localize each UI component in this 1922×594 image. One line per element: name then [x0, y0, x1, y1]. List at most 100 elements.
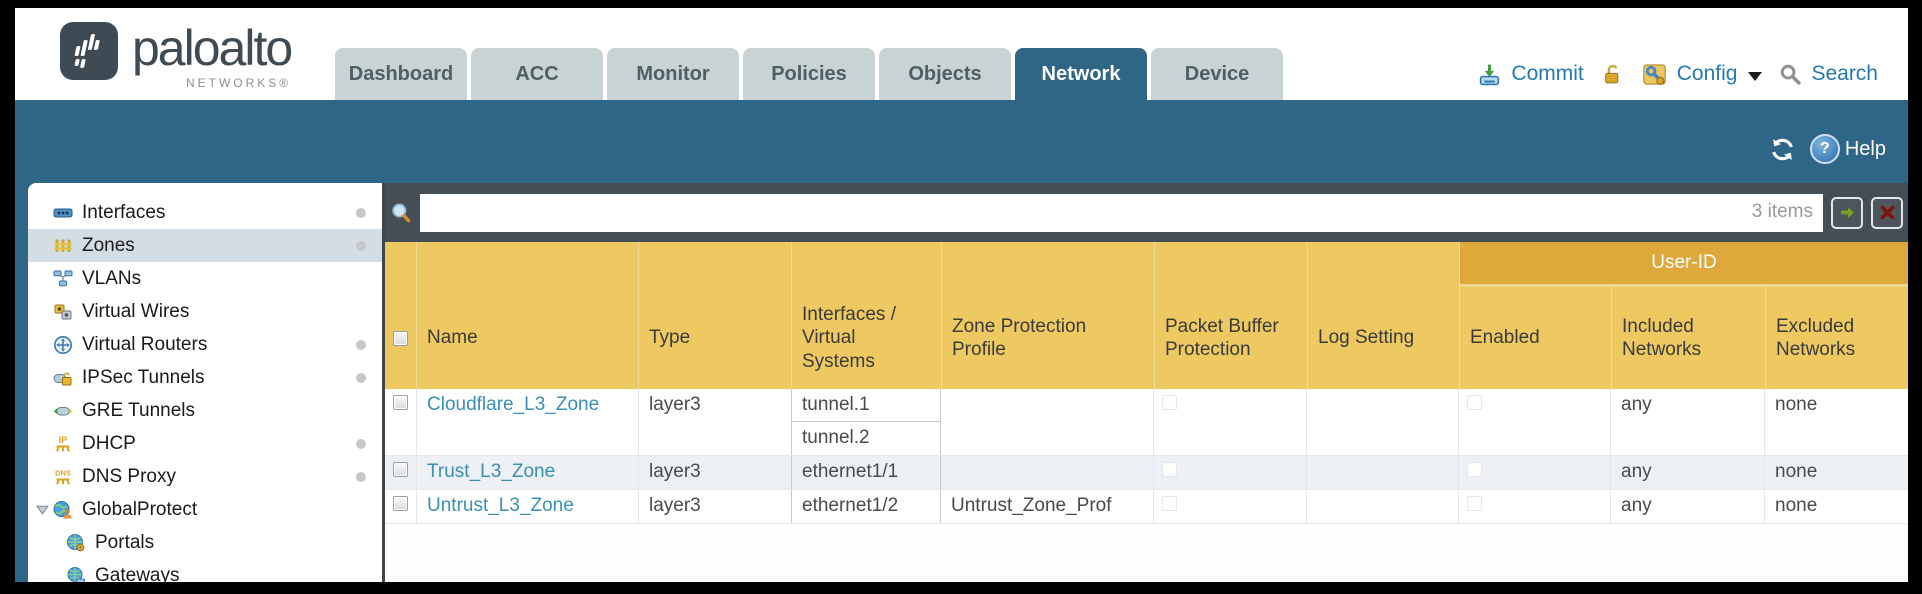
col-header-type[interactable]: Type: [639, 242, 792, 389]
col-header-excluded-networks[interactable]: Excluded Networks: [1776, 315, 1856, 360]
gre-tunnels-icon: [53, 401, 74, 421]
sidebar-item-vlans[interactable]: VLANs: [28, 262, 382, 295]
virtual-routers-icon: [53, 335, 74, 355]
svg-text:IP: IP: [59, 435, 68, 445]
sidebar-item-virtual-wires[interactable]: Virtual Wires: [28, 295, 382, 328]
table-empty-space: [385, 524, 1908, 582]
cell-log-setting: [1307, 490, 1459, 523]
row-checkbox[interactable]: [393, 395, 408, 410]
sidebar-item-portals[interactable]: Portals: [28, 526, 382, 559]
vlans-icon: [53, 269, 74, 289]
status-dot: [356, 439, 366, 449]
sidebar-item-ipsec-tunnels[interactable]: IPSec Tunnels: [28, 361, 382, 394]
sidebar-item-globalprotect[interactable]: GlobalProtect: [28, 493, 382, 526]
gateways-icon: [66, 566, 87, 582]
tab-objects[interactable]: Objects: [879, 48, 1011, 100]
sidebar-item-gre-tunnels[interactable]: GRE Tunnels: [28, 394, 382, 427]
expander-icon[interactable]: [36, 503, 53, 516]
sidebar-divider: [382, 183, 385, 582]
paloalto-logo: paloalto NETWORKS®: [60, 22, 293, 90]
row-checkbox[interactable]: [393, 496, 408, 511]
select-all-checkbox[interactable]: [393, 330, 408, 346]
interfaces-icon: [53, 203, 74, 223]
interface-cell: tunnel.2: [802, 427, 870, 448]
status-dot: [356, 241, 366, 251]
cell-zone-protection-profile: [941, 456, 1154, 489]
col-header-name[interactable]: Name: [417, 242, 639, 389]
filter-input[interactable]: [420, 193, 1823, 232]
tab-policies[interactable]: Policies: [743, 48, 875, 100]
main-nav-tabs: Dashboard ACC Monitor Policies Objects N…: [335, 48, 1283, 100]
apply-filter-button[interactable]: [1831, 196, 1863, 229]
panos-web-console: paloalto NETWORKS® Dashboard ACC Monitor…: [15, 8, 1908, 582]
cell-zone-protection-profile: [941, 389, 1154, 455]
tab-acc[interactable]: ACC: [471, 48, 603, 100]
zone-name-link[interactable]: Trust_L3_Zone: [427, 461, 556, 482]
svg-text:DNS: DNS: [55, 468, 71, 477]
cell-log-setting: [1307, 456, 1459, 489]
globalprotect-icon: [53, 500, 74, 520]
cell-excluded-networks: none: [1775, 495, 1818, 516]
search-button[interactable]: Search: [1811, 62, 1878, 85]
commit-icon: [1477, 62, 1502, 87]
dns-proxy-icon: DNS: [53, 467, 74, 487]
tab-monitor[interactable]: Monitor: [607, 48, 739, 100]
tab-dashboard[interactable]: Dashboard: [335, 48, 467, 100]
col-header-enabled[interactable]: Enabled: [1460, 242, 1612, 389]
zone-name-link[interactable]: Untrust_L3_Zone: [427, 495, 574, 516]
user-id-enabled-checkbox: [1467, 462, 1482, 477]
dhcp-icon: IP: [53, 434, 74, 454]
cell-type: layer3: [639, 389, 792, 455]
status-dot: [356, 373, 366, 383]
cell-log-setting: [1307, 389, 1459, 455]
network-sidebar: Interfaces Zones VLANs: [28, 183, 382, 582]
zone-name-link[interactable]: Cloudflare_L3_Zone: [427, 394, 600, 415]
zones-panel: 3 items Name Type Interfaces / Virtual S…: [385, 183, 1908, 582]
tab-device[interactable]: Device: [1151, 48, 1283, 100]
table-header: Name Type Interfaces / Virtual Systems Z…: [385, 242, 1908, 389]
help-icon: ?: [1809, 134, 1840, 164]
tab-network[interactable]: Network: [1015, 48, 1147, 100]
zones-icon: [53, 236, 74, 256]
col-header-included-networks[interactable]: Included Networks: [1612, 242, 1766, 389]
sidebar-item-virtual-routers[interactable]: Virtual Routers: [28, 328, 382, 361]
cell-excluded-networks: none: [1775, 461, 1818, 482]
status-dot: [356, 472, 366, 482]
sidebar-item-zones[interactable]: Zones: [28, 229, 382, 262]
config-button[interactable]: Config: [1676, 62, 1738, 85]
page-band: ? Help: [15, 100, 1908, 183]
table-row[interactable]: Untrust_L3_Zone layer3 ethernet1/2 Untru…: [385, 490, 1908, 524]
status-dot: [356, 340, 366, 350]
refresh-icon[interactable]: [1769, 136, 1796, 163]
paloalto-logo-icon: [60, 22, 118, 80]
user-id-enabled-checkbox: [1467, 395, 1482, 410]
sidebar-item-dhcp[interactable]: IP DHCP: [28, 427, 382, 460]
clear-filter-button[interactable]: [1871, 196, 1903, 229]
config-icon: [1641, 61, 1668, 88]
cell-type: layer3: [639, 456, 792, 489]
lock-icon[interactable]: [1601, 63, 1624, 86]
table-row[interactable]: Trust_L3_Zone layer3 ethernet1/1 any non…: [385, 456, 1908, 490]
search-icon: [1779, 63, 1802, 86]
ipsec-tunnels-icon: [53, 368, 74, 388]
interface-cell: ethernet1/2: [802, 495, 899, 516]
sidebar-item-dns-proxy[interactable]: DNS DNS Proxy: [28, 460, 382, 493]
help-button[interactable]: ? Help: [1809, 134, 1886, 164]
sidebar-item-interfaces[interactable]: Interfaces: [28, 196, 382, 229]
sidebar-item-gateways[interactable]: Gateways: [28, 559, 382, 582]
col-header-packet-buffer-protection[interactable]: Packet Buffer Protection: [1155, 242, 1308, 389]
cell-included-networks: any: [1611, 389, 1765, 455]
col-header-interfaces[interactable]: Interfaces / Virtual Systems: [792, 242, 942, 389]
table-row[interactable]: Cloudflare_L3_Zone layer3 tunnel.1 tunne…: [385, 389, 1908, 456]
user-id-group-header: User-ID: [1460, 242, 1908, 287]
col-header-zone-protection-profile[interactable]: Zone Protection Profile: [942, 242, 1155, 389]
row-checkbox[interactable]: [393, 462, 408, 477]
portals-icon: [66, 533, 87, 553]
config-dropdown-caret[interactable]: [1748, 71, 1763, 81]
cell-zone-protection-profile: Untrust_Zone_Prof: [941, 490, 1154, 523]
packet-buffer-checkbox: [1162, 496, 1177, 511]
cell-included-networks: any: [1611, 456, 1765, 489]
col-header-log-setting[interactable]: Log Setting: [1308, 242, 1460, 389]
commit-button[interactable]: Commit: [1511, 62, 1584, 85]
